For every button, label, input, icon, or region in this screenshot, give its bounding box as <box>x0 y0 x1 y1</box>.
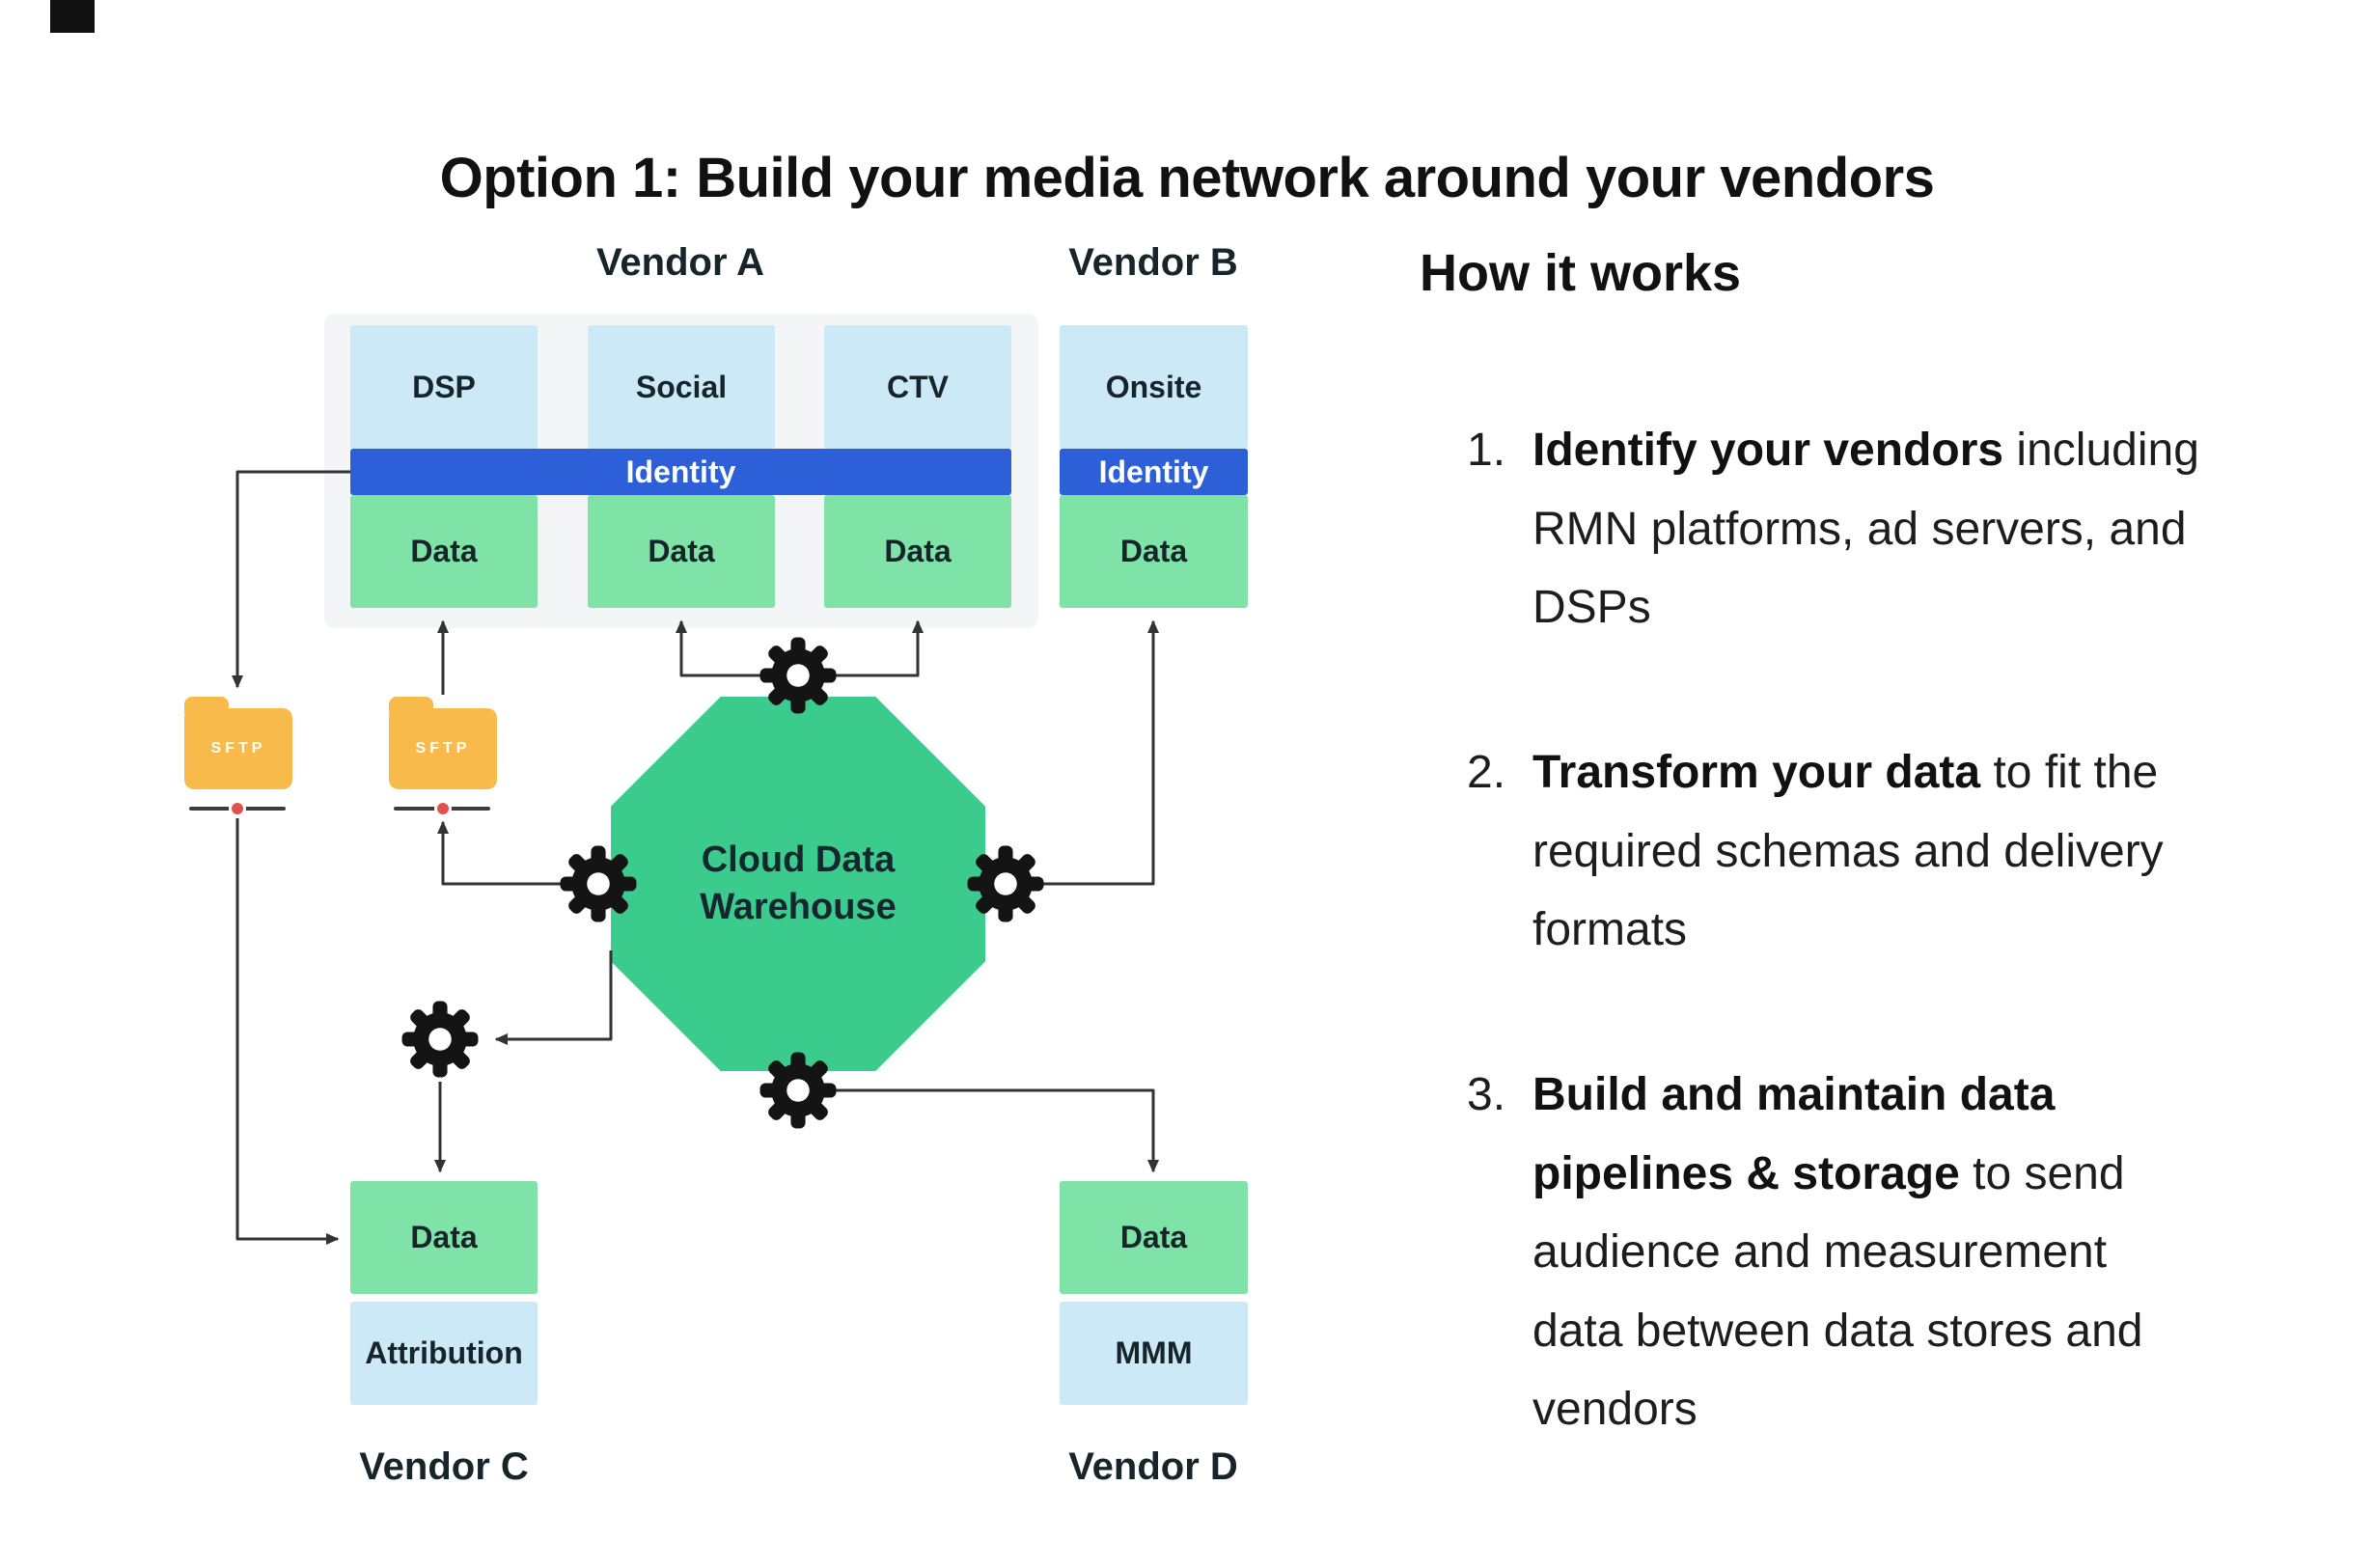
vendor-c-data-box: Data <box>350 1181 538 1294</box>
connector-warehouse-to-sftp2 <box>437 820 621 886</box>
vendor-a-data-box-1: Data <box>350 495 538 608</box>
cloud-data-warehouse: Cloud Data Warehouse <box>611 697 985 1071</box>
sftp-folder-icon-2: SFTP <box>389 697 497 789</box>
step-number: 3. <box>1467 1069 1506 1120</box>
step-item-2: 2. Transform your data to fit the requir… <box>1467 733 2229 970</box>
vendor-c-label: Vendor C <box>359 1445 529 1488</box>
step-rest-text: including RMN platforms, ad servers, and… <box>1532 425 2199 634</box>
vendor-d-mmm-box: MMM <box>1060 1302 1248 1405</box>
vendor-a-label: Vendor A <box>595 241 765 284</box>
vendor-a-ctv-box: CTV <box>824 325 1011 449</box>
step-item-3: 3. Build and maintain data pipelines & s… <box>1467 1056 2229 1449</box>
connector-sftp1-to-vendor-c <box>235 818 340 1245</box>
screen-corner-mark <box>50 0 95 33</box>
vendor-b-label: Vendor B <box>1068 241 1238 284</box>
step-rest-text: to fit the required schemas and delivery… <box>1532 747 2164 956</box>
sftp-node-dot-1 <box>229 800 246 817</box>
sftp-folder-label: SFTP <box>210 740 266 756</box>
vendor-a-identity-bar: Identity <box>350 449 1011 495</box>
cloud-data-warehouse-label: Cloud Data Warehouse <box>700 839 897 927</box>
connector-warehouse-to-data3 <box>798 619 924 677</box>
step-text: Identify your vendors including RMN plat… <box>1532 411 2208 647</box>
vendor-d-label: Vendor D <box>1068 1445 1238 1488</box>
step-bold-text: Transform your data <box>1532 747 1981 798</box>
connector-warehouse-to-vendor-b <box>1006 619 1159 886</box>
step-rest-text: to send audience and measurement data be… <box>1532 1147 2143 1436</box>
connector-warehouse-to-gear-left <box>494 950 613 1045</box>
vendor-b-identity-bar: Identity <box>1060 449 1248 495</box>
step-text: Transform your data to fit the required … <box>1532 733 2208 970</box>
connector-warehouse-to-data2 <box>676 619 798 677</box>
step-number: 2. <box>1467 747 1506 798</box>
vendor-c-attribution-box: Attribution <box>350 1302 538 1405</box>
gear-icon <box>401 1001 479 1078</box>
vendor-a-social-box: Social <box>588 325 775 449</box>
step-number: 1. <box>1467 425 1506 476</box>
step-bold-text: Identify your vendors <box>1532 425 2004 476</box>
vendor-a-data-box-2: Data <box>588 495 775 608</box>
vendor-b-onsite-box: Onsite <box>1060 325 1248 449</box>
vendor-a-dsp-box: DSP <box>350 325 538 449</box>
page-title: Option 1: Build your media network aroun… <box>439 146 1935 209</box>
vendor-b-data-box: Data <box>1060 495 1248 608</box>
vendor-d-data-box: Data <box>1060 1181 1248 1294</box>
step-text: Build and maintain data pipelines & stor… <box>1532 1056 2208 1449</box>
vendor-a-data-box-3: Data <box>824 495 1011 608</box>
sftp-folder-label: SFTP <box>415 740 471 756</box>
how-it-works-heading: How it works <box>1420 244 1742 302</box>
sftp-node-dot-2 <box>434 800 452 817</box>
step-bold-text: Build and maintain data pipelines & stor… <box>1532 1069 2056 1199</box>
connector-warehouse-to-vendor-d <box>822 1088 1159 1173</box>
sftp-folder-icon-1: SFTP <box>184 697 292 789</box>
step-item-1: 1. Identify your vendors including RMN p… <box>1467 411 2229 647</box>
